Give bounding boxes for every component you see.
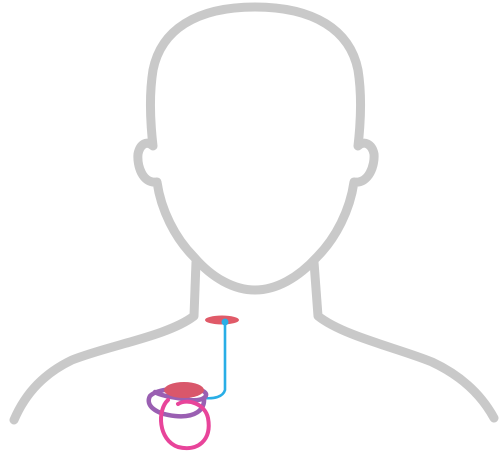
lead-wire: [204, 322, 225, 398]
human-head-and-shoulders-icon: [14, 7, 494, 420]
coiled-lead: [161, 400, 209, 448]
lead-connector-dot: [222, 319, 229, 326]
head-outline: [138, 7, 374, 290]
pulse-generator-body: [164, 382, 204, 398]
neck-right-outline: [314, 262, 494, 418]
